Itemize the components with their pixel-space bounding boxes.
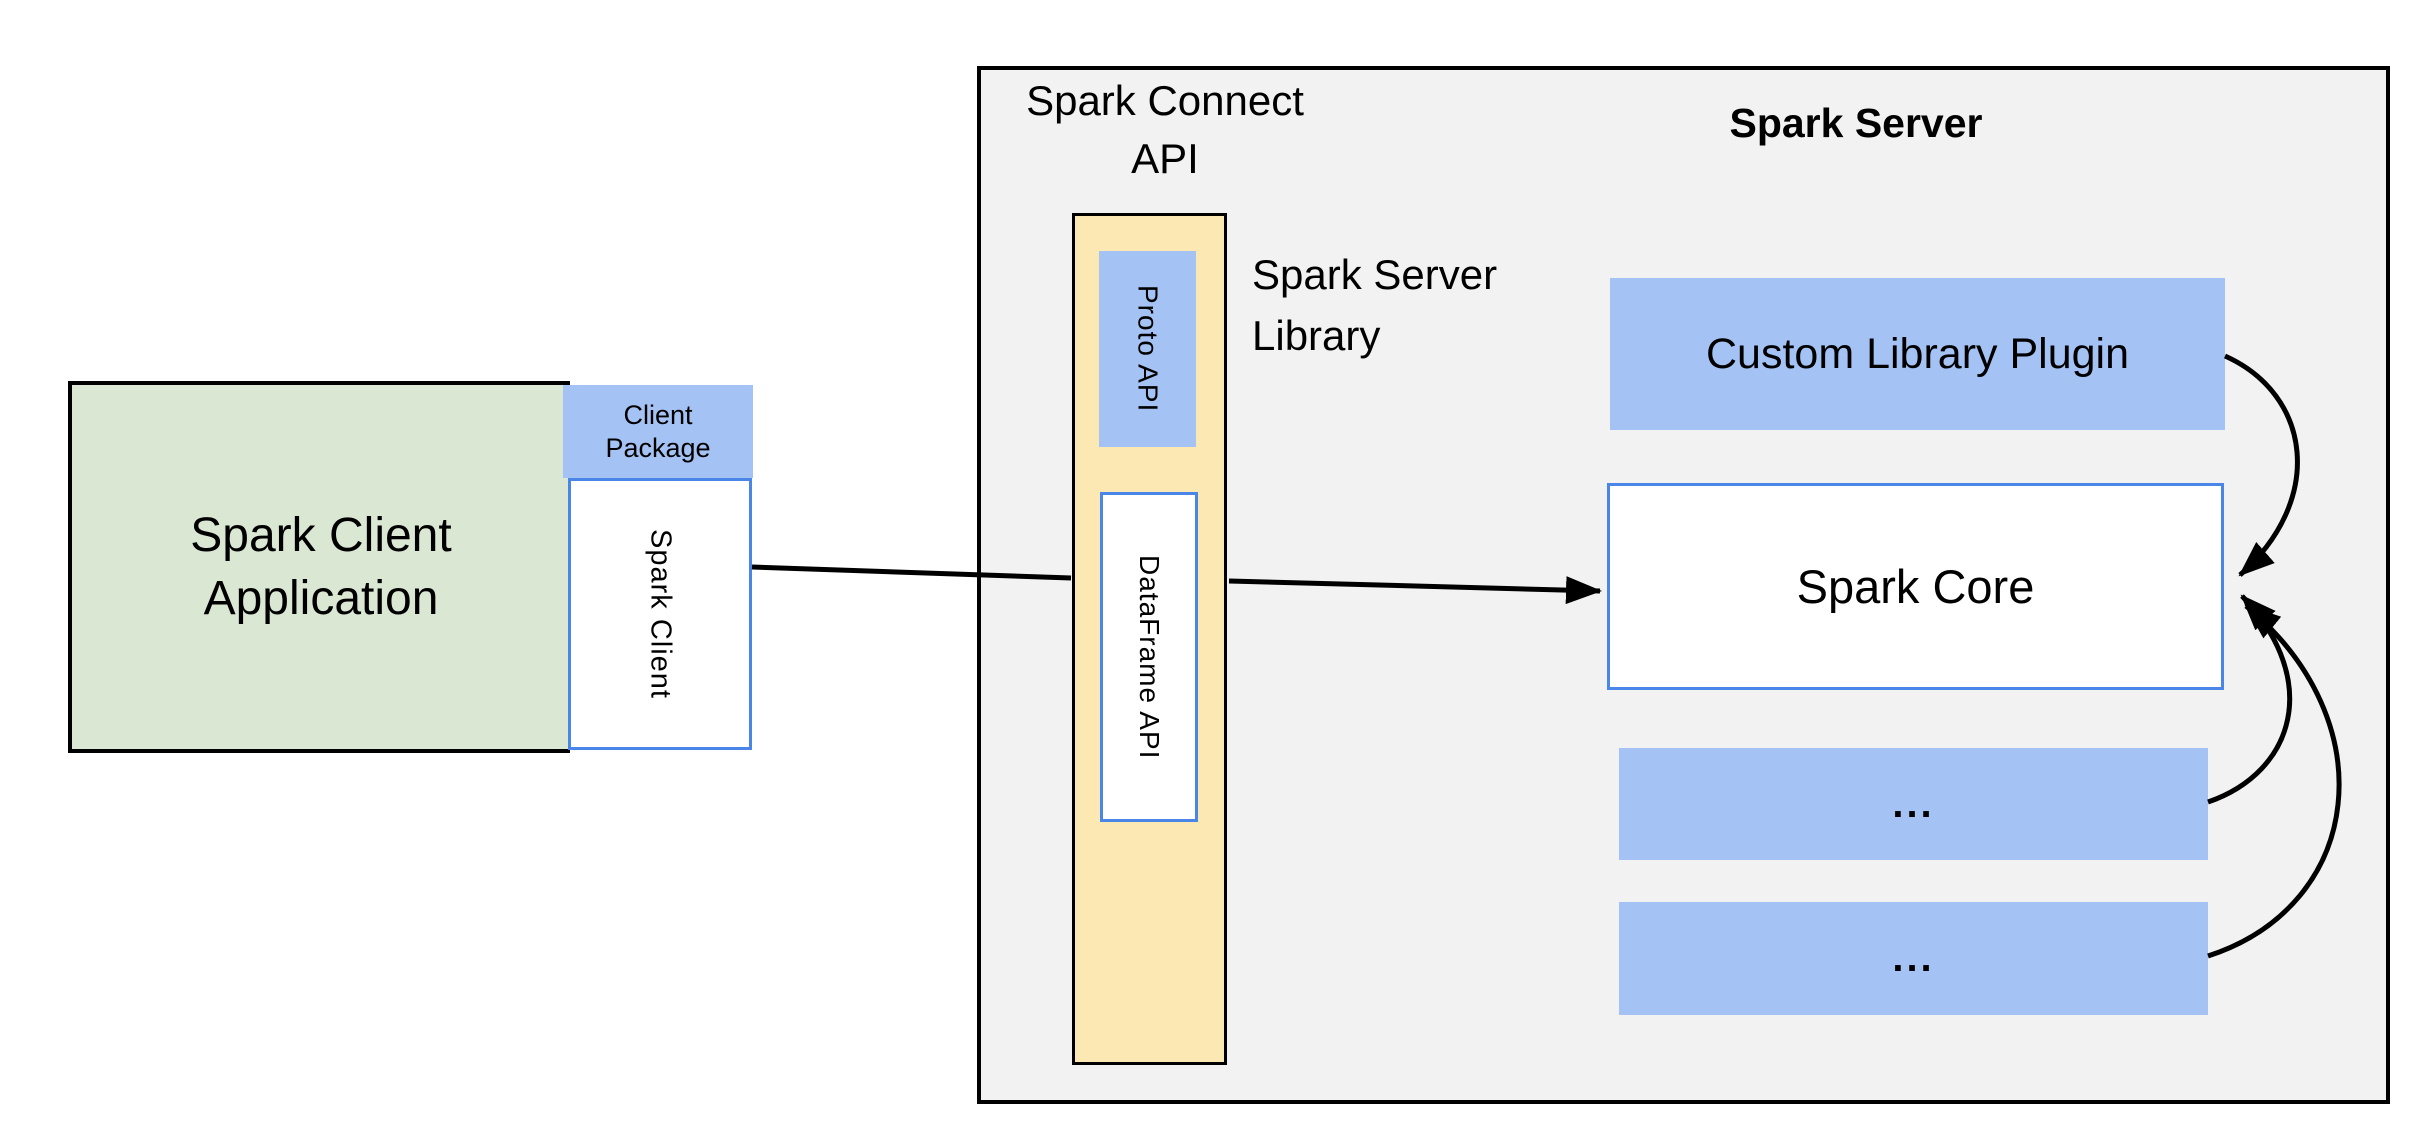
dataframe-api-label: DataFrame API [1134,554,1165,760]
spark-core-label: Spark Core [1796,560,2035,613]
spark-client-application-box: Spark Client Application [68,381,570,753]
spark-client-label: Spark Client [644,529,677,699]
custom-library-plugin-box: Custom Library Plugin [1610,278,2225,430]
proto-api-box: Proto API [1099,251,1196,447]
dataframe-api-box: DataFrame API [1100,492,1198,822]
custom-library-plugin-label: Custom Library Plugin [1705,329,2129,378]
plugin-placeholder-box-1: ... [1619,748,2208,860]
spark-connect-api-label: Spark Connect API [1026,77,1304,182]
spark-client-box: Spark Client [568,478,752,750]
proto-api-label: Proto API [1132,285,1164,413]
plugin-placeholder-box-2: ... [1619,902,2208,1015]
client-package-box: Client Package [563,385,753,478]
spark-server-library-label: Spark Server Library [1252,251,1498,359]
plugin-placeholder-label-1: ... [1892,781,1935,826]
spark-core-box: Spark Core [1607,483,2224,690]
client-package-label: Client Package [605,399,711,463]
plugin-placeholder-label-2: ... [1892,936,1935,980]
spark-server-title: Spark Server [1729,100,1983,146]
spark-client-application-label: Spark Client Application [190,509,452,625]
